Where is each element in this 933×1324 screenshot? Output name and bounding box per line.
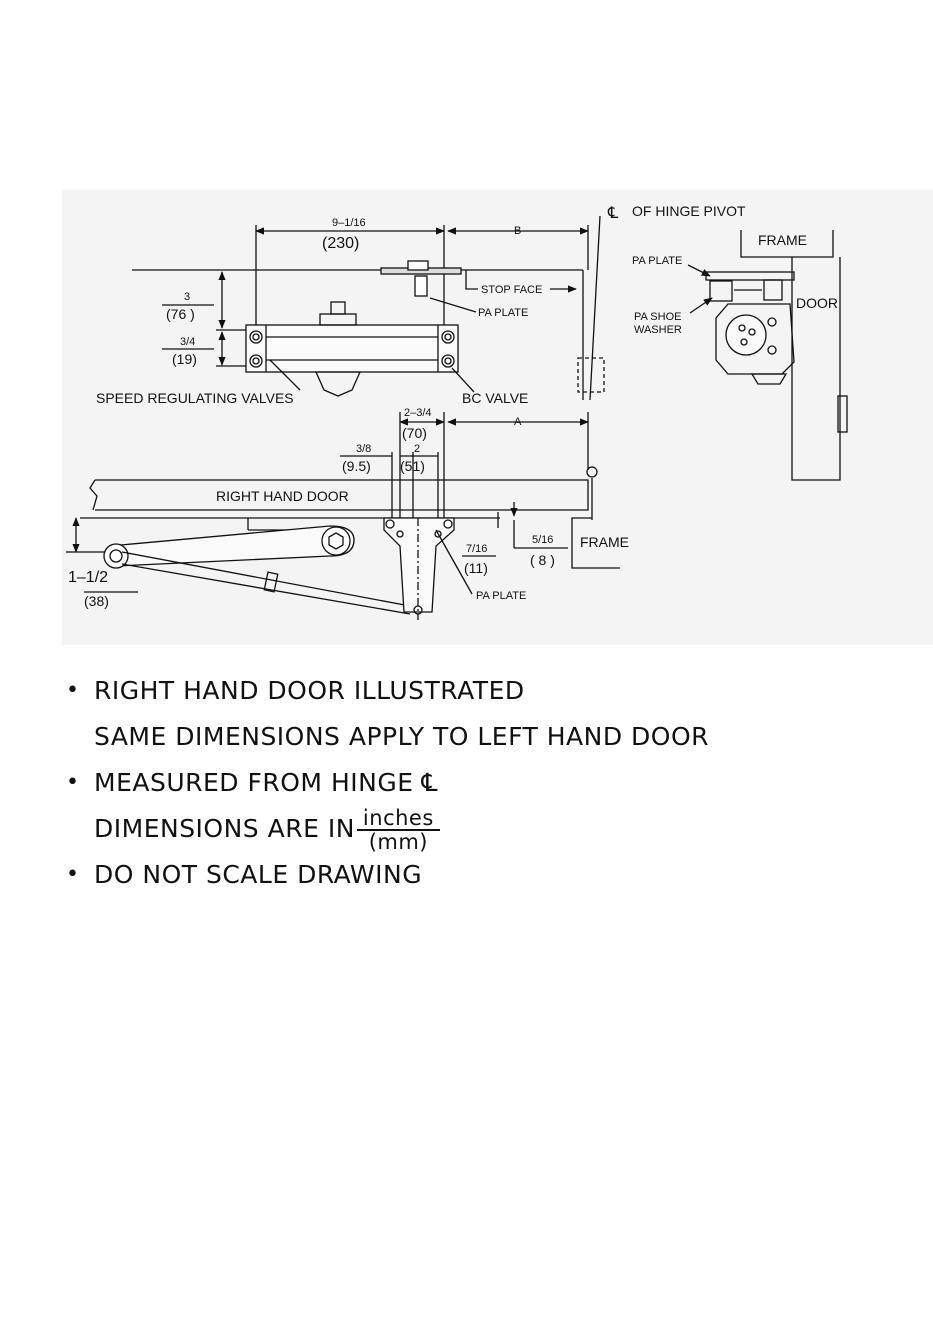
label-door-side: DOOR xyxy=(796,295,838,311)
main-arm xyxy=(109,525,355,567)
note-line-3: MEASURED FROM HINGE xyxy=(94,768,414,797)
label-frame-top: FRAME xyxy=(758,232,807,248)
note-line-1: RIGHT HAND DOOR ILLUSTRATED xyxy=(94,676,525,705)
label-51: (51) xyxy=(400,458,425,474)
centerline-symbol-top: ℄ xyxy=(607,205,619,222)
label-38: (38) xyxy=(84,593,109,609)
label-right-hand-door: RIGHT HAND DOOR xyxy=(216,488,349,504)
unit-denominator: (mm) xyxy=(368,830,429,854)
label-19: (19) xyxy=(172,351,197,367)
label-washer: WASHER xyxy=(634,324,682,336)
label-hinge-pivot: OF HINGE PIVOT xyxy=(632,203,746,219)
label-7-16: 7/16 xyxy=(466,543,487,555)
label-bc-valve: BC VALVE xyxy=(462,390,528,406)
unit-numerator: inches xyxy=(356,807,440,831)
hinge-pivot-point xyxy=(586,466,598,478)
label-2-3-4: 2–3/4 xyxy=(404,407,432,419)
note-measured-from-hinge: • MEASURED FROM HINGE℄ xyxy=(62,760,882,806)
label-9-5: (9.5) xyxy=(342,458,371,474)
label-8: ( 8 ) xyxy=(530,552,555,568)
label-stop-face: STOP FACE xyxy=(481,284,542,296)
label-1-1-2: 1–1/2 xyxy=(68,569,108,586)
note-line-5: DO NOT SCALE DRAWING xyxy=(94,860,423,889)
label-3-4: 3/4 xyxy=(180,336,195,348)
label-3: 3 xyxy=(184,291,190,303)
label-speed-valves: SPEED REGULATING VALVES xyxy=(96,390,294,406)
note-line-4: DIMENSIONS ARE IN xyxy=(94,814,355,843)
label-9-1-16: 9–1/16 xyxy=(332,217,366,229)
label-pa-shoe: PA SHOE xyxy=(634,311,681,323)
bullet-3: • xyxy=(66,862,80,887)
centerline-symbol-note: ℄ xyxy=(421,768,439,797)
door-closer-dimension-drawing: 9–1/16 (230) B ℄ OF HINGE PIVOT FRAME PA… xyxy=(62,190,933,645)
label-frame-bottom: FRAME xyxy=(580,534,629,550)
label-5-16: 5/16 xyxy=(532,534,553,546)
drawing-background xyxy=(62,190,933,645)
bullet-1: • xyxy=(66,678,80,703)
note-same-dimensions: SAME DIMENSIONS APPLY TO LEFT HAND DOOR xyxy=(62,714,882,760)
pa-plate-bottom xyxy=(383,517,455,613)
notes-section: • RIGHT HAND DOOR ILLUSTRATED SAME DIMEN… xyxy=(62,668,882,898)
note-line-2: SAME DIMENSIONS APPLY TO LEFT HAND DOOR xyxy=(94,722,710,751)
note-line-3-wrap: MEASURED FROM HINGE℄ xyxy=(94,760,438,806)
label-a: A xyxy=(514,416,522,428)
hinge-rect xyxy=(577,357,605,393)
label-11: (11) xyxy=(464,560,488,576)
door-outline xyxy=(95,479,589,511)
label-pa-plate-side: PA PLATE xyxy=(632,255,682,267)
label-pa-plate-bottom: PA PLATE xyxy=(476,590,526,602)
label-76: (76 ) xyxy=(166,306,195,322)
label-pa-plate-top: PA PLATE xyxy=(478,307,528,319)
label-230: (230) xyxy=(322,235,359,252)
label-3-8: 3/8 xyxy=(356,443,371,455)
label-70: (70) xyxy=(402,425,427,441)
note-right-hand-door: • RIGHT HAND DOOR ILLUSTRATED xyxy=(62,668,882,714)
bullet-2: • xyxy=(66,770,80,795)
label-b: B xyxy=(514,225,521,237)
closer-body xyxy=(245,324,459,373)
label-2: 2 xyxy=(414,443,420,455)
note-do-not-scale: • DO NOT SCALE DRAWING xyxy=(62,852,882,898)
unit-fraction: inches(mm) xyxy=(356,807,440,854)
